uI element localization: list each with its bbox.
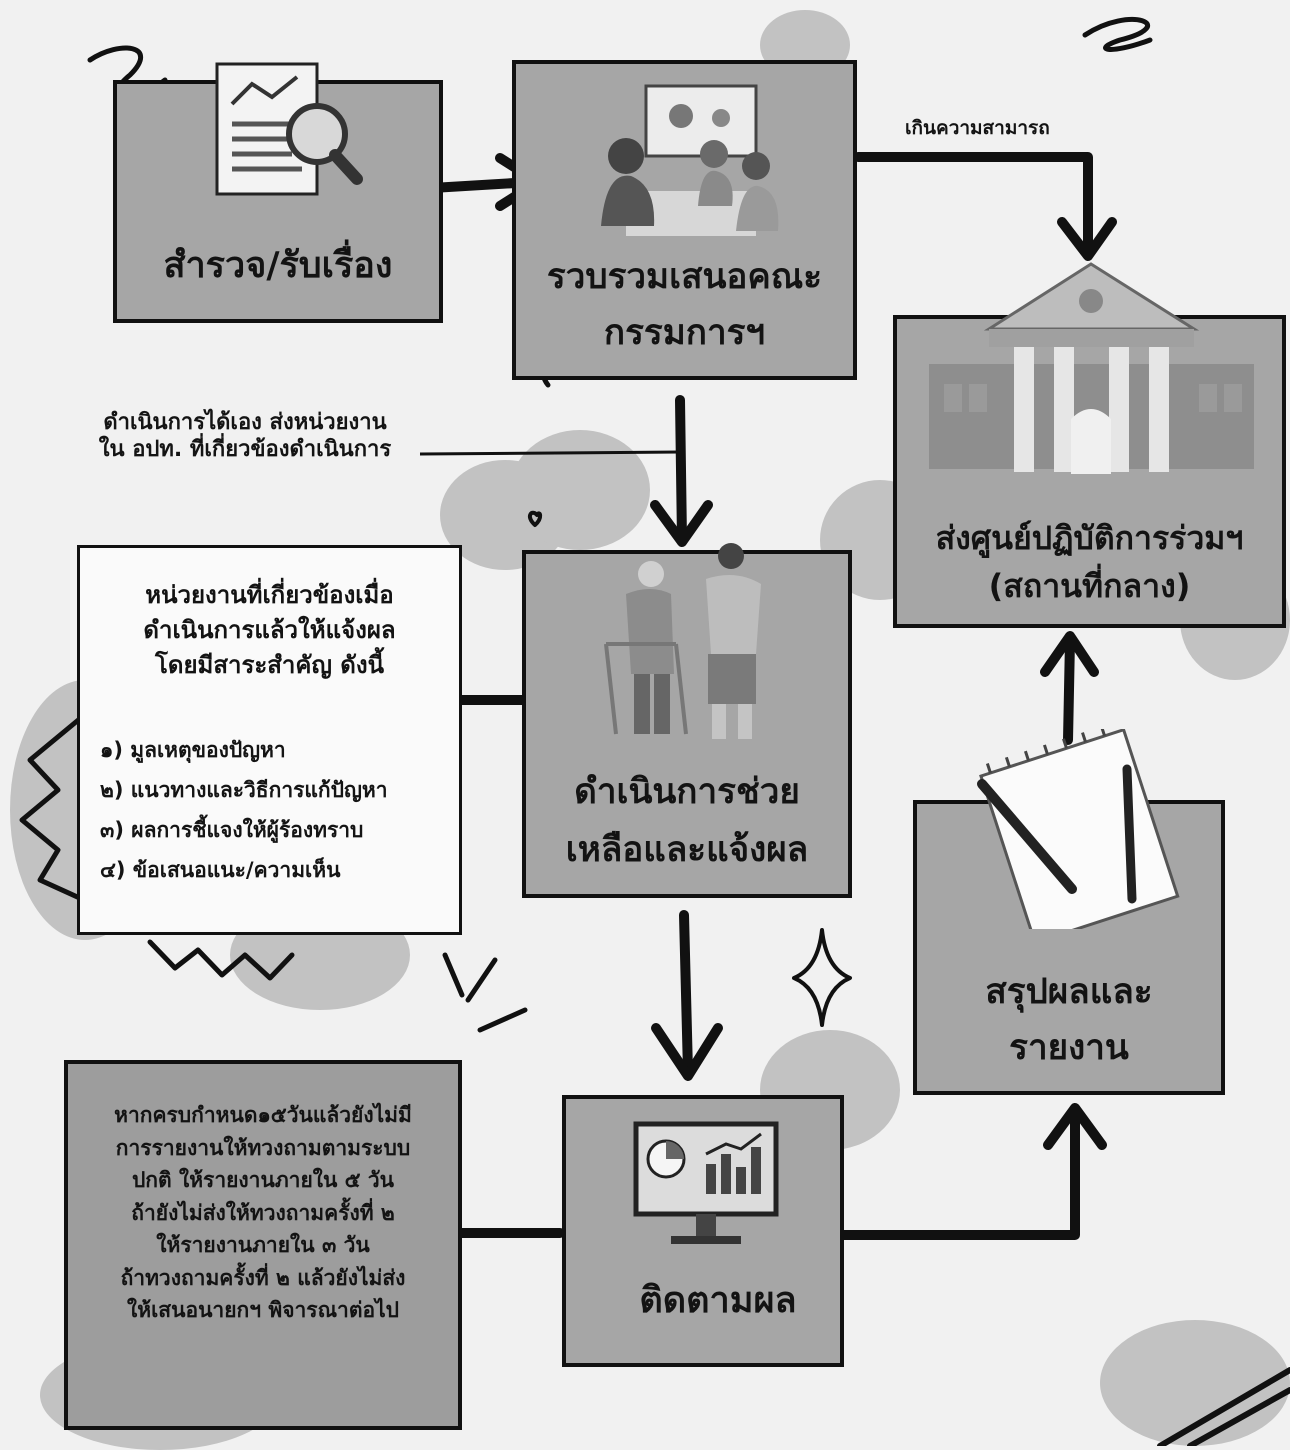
node-center-label: ส่งศูนย์ปฏิบัติการร่วมฯ (สถานที่กลาง)	[935, 519, 1244, 605]
heart-icon	[527, 510, 543, 527]
report-info-heading: หน่วยงานที่เกี่ยวข้องเมื่อ ดำเนินการแล้ว…	[143, 581, 396, 679]
node-committee-label: รวบรวมเสนอคณะ กรรมการฯ	[546, 257, 823, 353]
report-info-list: ๑) มูลเหตุของปัญหา ๒) แนวทางและวิธีการแก…	[100, 730, 449, 890]
label-beyond-capacity: เกินความสามารถ	[905, 117, 1050, 139]
report-item: ๔) ข้อเสนอแนะ/ความเห็น	[100, 858, 341, 882]
meeting-icon	[601, 84, 779, 236]
monitor-chart-icon	[633, 1121, 779, 1244]
node-follow[interactable]: ติดตามผล	[562, 1095, 844, 1367]
bg-blob	[510, 430, 650, 550]
node-operate[interactable]: ดำเนินการช่วย เหลือและแจ้งผล	[522, 543, 852, 898]
report-item: ๓) ผลการชี้แจงให้ผู้ร้องทราบ	[100, 818, 364, 842]
elderly-care-icon	[604, 543, 761, 739]
report-item: ๑) มูลเหตุของปัญหา	[100, 738, 286, 762]
node-survey-label: สำรวจ/รับเรื่อง	[163, 245, 393, 286]
deadline-text: หากครบกำหนด๑๕วันแล้วยังไม่มี การรายงานให…	[114, 1103, 412, 1323]
arrow-operate-to-follow	[679, 910, 693, 1077]
arrow-committee-to-operate	[675, 395, 687, 545]
arrow-committee-to-center	[853, 152, 1093, 255]
node-follow-label: ติดตามผล	[639, 1280, 797, 1321]
sparkle-icon	[792, 928, 852, 1027]
node-operate-label: ดำเนินการช่วย เหลือและแจ้งผล	[565, 772, 809, 870]
government-building-icon	[929, 262, 1254, 474]
arrow-summary-to-center	[1063, 635, 1075, 745]
node-center[interactable]: ส่งศูนย์ปฏิบัติการร่วมฯ (สถานที่กลาง)	[893, 262, 1286, 628]
node-survey[interactable]: สำรวจ/รับเรื่อง	[113, 62, 443, 323]
node-committee[interactable]: รวบรวมเสนอคณะ กรรมการฯ	[512, 60, 857, 380]
node-summary[interactable]: สรุปผลและ รายงาน	[913, 729, 1225, 1095]
arrow-follow-to-summary	[835, 1105, 1080, 1240]
report-info-box: หน่วยงานที่เกี่ยวข้องเมื่อ ดำเนินการแล้ว…	[77, 545, 462, 935]
label-self-operate: ดำเนินการได้เอง ส่งหน่วยงาน ใน อปท. ที่เ…	[98, 410, 392, 462]
report-item: ๒) แนวทางและวิธีการแก้ปัญหา	[100, 778, 388, 802]
notepad-pencil-icon	[977, 729, 1180, 929]
magnifier-document-icon	[215, 62, 363, 196]
zigzag-decor	[19, 709, 98, 908]
node-summary-label: สรุปผลและ รายงาน	[985, 972, 1153, 1068]
deadline-box: หากครบกำหนด๑๕วันแล้วยังไม่มี การรายงานให…	[64, 1060, 462, 1430]
